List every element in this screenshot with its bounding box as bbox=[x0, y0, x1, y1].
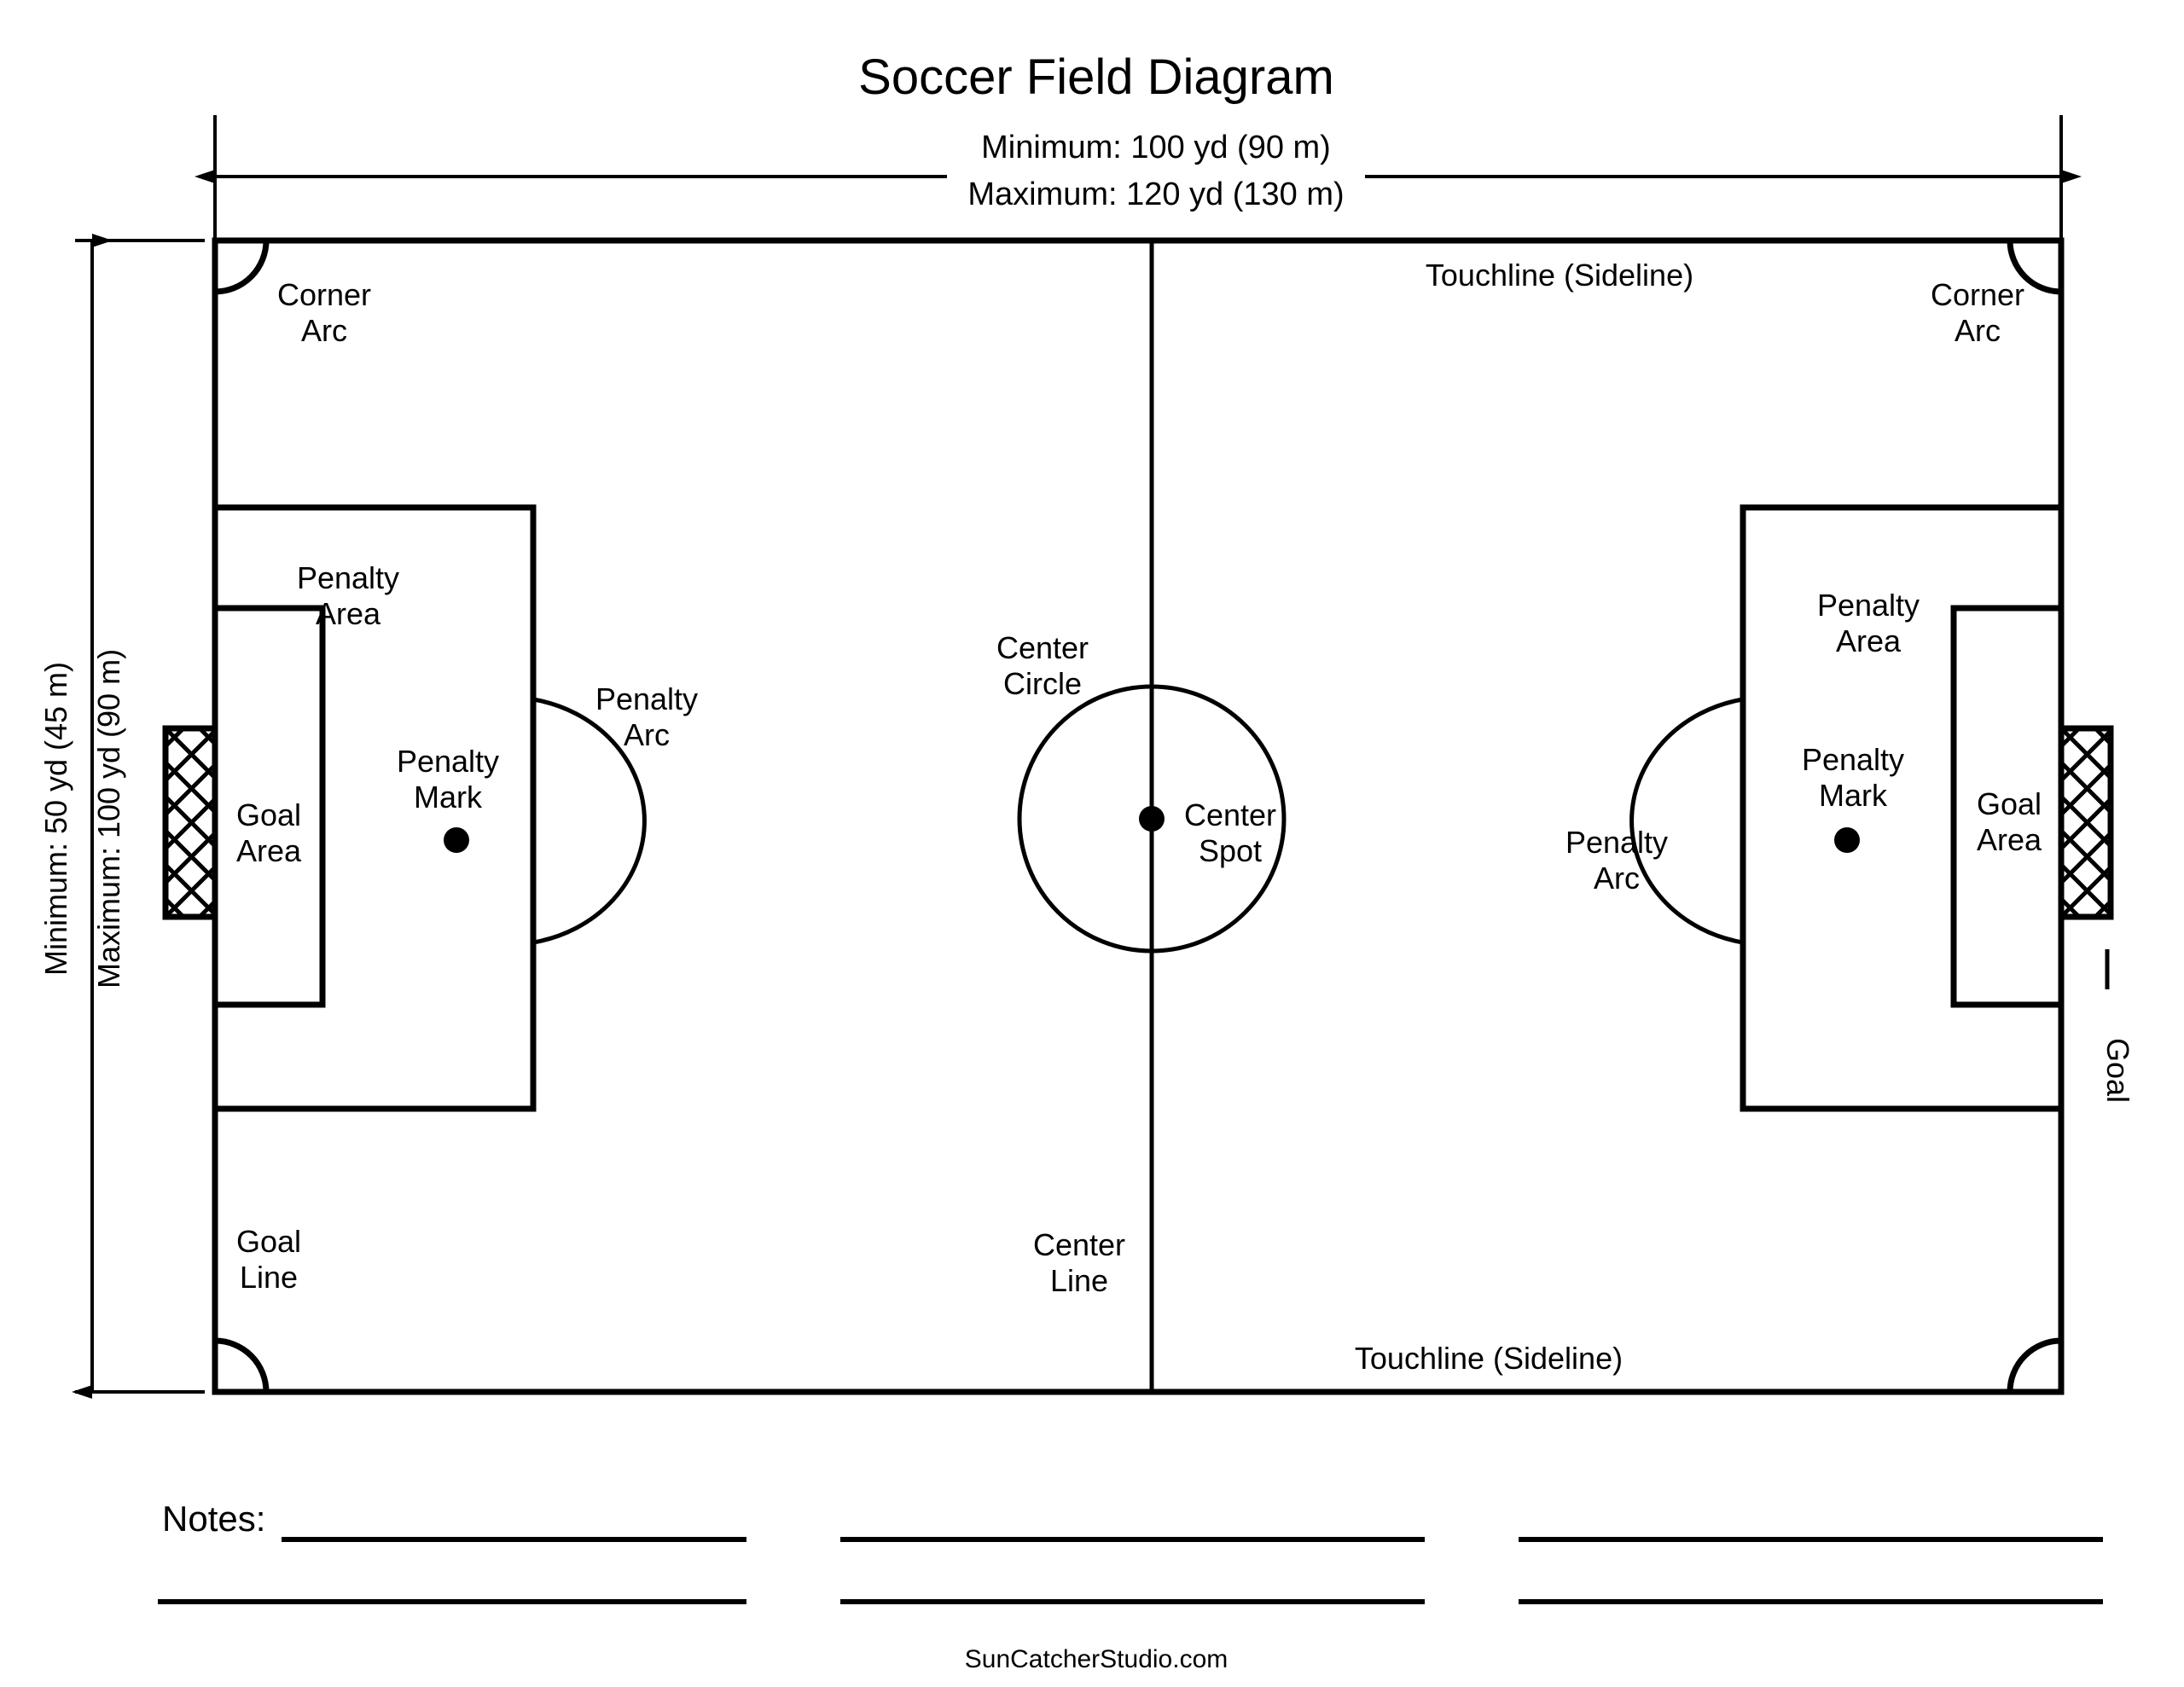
corner-arc-right-line1: Corner bbox=[1931, 277, 2024, 312]
penalty-mark-right-line1: Penalty bbox=[1802, 742, 1904, 777]
label-penalty-arc-left: Penalty Arc bbox=[595, 681, 698, 752]
footer-watermark: SunCatcherStudio.com bbox=[965, 1645, 1228, 1673]
corner-arc-bottom-left bbox=[214, 1337, 270, 1393]
penalty-arc-left bbox=[532, 697, 647, 945]
corner-arc-top-left bbox=[214, 240, 270, 295]
corner-arc-bottom-right bbox=[2007, 1337, 2062, 1393]
penalty-mark-left-line1: Penalty bbox=[397, 744, 499, 779]
label-penalty-area-right: Penalty Area bbox=[1817, 588, 1920, 658]
field-boundary bbox=[212, 237, 2065, 1395]
corner-arc-left-line2: Arc bbox=[301, 313, 347, 348]
goal-area-right-line1: Goal bbox=[1977, 786, 2042, 821]
center-spot-line2: Spot bbox=[1199, 833, 1262, 868]
penalty-mark-left-line2: Mark bbox=[414, 780, 483, 815]
penalty-arc-right bbox=[1629, 697, 1744, 945]
penalty-arc-right-line2: Arc bbox=[1594, 861, 1640, 896]
corner-arc-top-right bbox=[2007, 240, 2062, 295]
width-max-label: Maximum: 120 yd (130 m) bbox=[967, 177, 1344, 212]
penalty-arc-left-line2: Arc bbox=[624, 717, 670, 752]
center-circle bbox=[1017, 684, 1287, 954]
height-max-label: Maximum: 100 yd (90 m) bbox=[91, 649, 126, 988]
goal-area-right bbox=[1950, 605, 2061, 1008]
page-title: Soccer Field Diagram bbox=[858, 49, 1334, 105]
label-center-spot: Center Spot bbox=[1184, 797, 1276, 868]
penalty-arc-right-line1: Penalty bbox=[1565, 825, 1668, 860]
label-penalty-mark-right: Penalty Mark bbox=[1802, 742, 1904, 813]
penalty-mark-right bbox=[1834, 827, 1860, 853]
label-goal-area-left: Goal Area bbox=[236, 797, 302, 868]
corner-arc-right-line2: Arc bbox=[1955, 313, 2001, 348]
label-touchline-bottom: Touchline (Sideline) bbox=[1355, 1341, 1623, 1376]
goal-label: Goal bbox=[2100, 1038, 2135, 1103]
center-spot-line1: Center bbox=[1184, 797, 1276, 832]
label-touchline-top: Touchline (Sideline) bbox=[1426, 258, 1693, 293]
goal-area-right-line2: Area bbox=[1977, 822, 2042, 857]
center-circle-line2: Circle bbox=[1003, 666, 1082, 701]
penalty-area-left bbox=[215, 504, 537, 1112]
center-spot bbox=[1139, 806, 1165, 832]
penalty-area-left-line1: Penalty bbox=[297, 560, 399, 595]
goal-net-right bbox=[2058, 725, 2114, 920]
goal-area-left-line1: Goal bbox=[236, 797, 301, 832]
penalty-mark-right-line2: Mark bbox=[1819, 778, 1888, 813]
penalty-area-right bbox=[1740, 504, 2061, 1112]
penalty-mark-left bbox=[444, 827, 469, 853]
label-center-line: Center Line bbox=[1033, 1227, 1125, 1298]
width-min-label: Minimum: 100 yd (90 m) bbox=[981, 130, 1331, 165]
goal-line-line1: Goal bbox=[236, 1224, 301, 1259]
height-min-label: Minimum: 50 yd (45 m) bbox=[38, 662, 73, 976]
penalty-arc-left-line1: Penalty bbox=[595, 681, 698, 716]
notes-label: Notes: bbox=[162, 1499, 265, 1539]
width-dimension: Minimum: 100 yd (90 m) Maximum: 120 yd (… bbox=[195, 115, 2082, 241]
penalty-area-right-line1: Penalty bbox=[1817, 588, 1920, 623]
label-goal-area-right: Goal Area bbox=[1977, 786, 2042, 857]
center-line-line2: Line bbox=[1050, 1263, 1108, 1298]
height-dimension: Minimum: 50 yd (45 m) Maximum: 100 yd (9… bbox=[38, 234, 205, 1399]
label-center-circle: Center Circle bbox=[996, 630, 1089, 701]
goal-net-left bbox=[162, 725, 218, 920]
label-goal-line: Goal Line bbox=[236, 1224, 301, 1295]
goal-area-left bbox=[215, 605, 326, 1008]
label-corner-arc-left: Corner Arc bbox=[277, 277, 371, 348]
center-line-line1: Center bbox=[1033, 1227, 1125, 1262]
label-goal-right: Goal bbox=[2100, 949, 2135, 1103]
label-penalty-mark-left: Penalty Mark bbox=[397, 744, 499, 815]
goal-line-line2: Line bbox=[240, 1260, 298, 1295]
label-penalty-arc-right: Penalty Arc bbox=[1565, 825, 1668, 896]
corner-arc-left-line1: Corner bbox=[277, 277, 371, 312]
penalty-area-right-line2: Area bbox=[1836, 623, 1902, 658]
notes-section: Notes: bbox=[158, 1499, 2103, 1604]
penalty-area-left-line2: Area bbox=[316, 596, 381, 631]
center-circle-line1: Center bbox=[996, 630, 1089, 665]
label-corner-arc-right: Corner Arc bbox=[1931, 277, 2024, 348]
goal-area-left-line2: Area bbox=[236, 833, 302, 868]
label-penalty-area-left: Penalty Area bbox=[297, 560, 399, 631]
